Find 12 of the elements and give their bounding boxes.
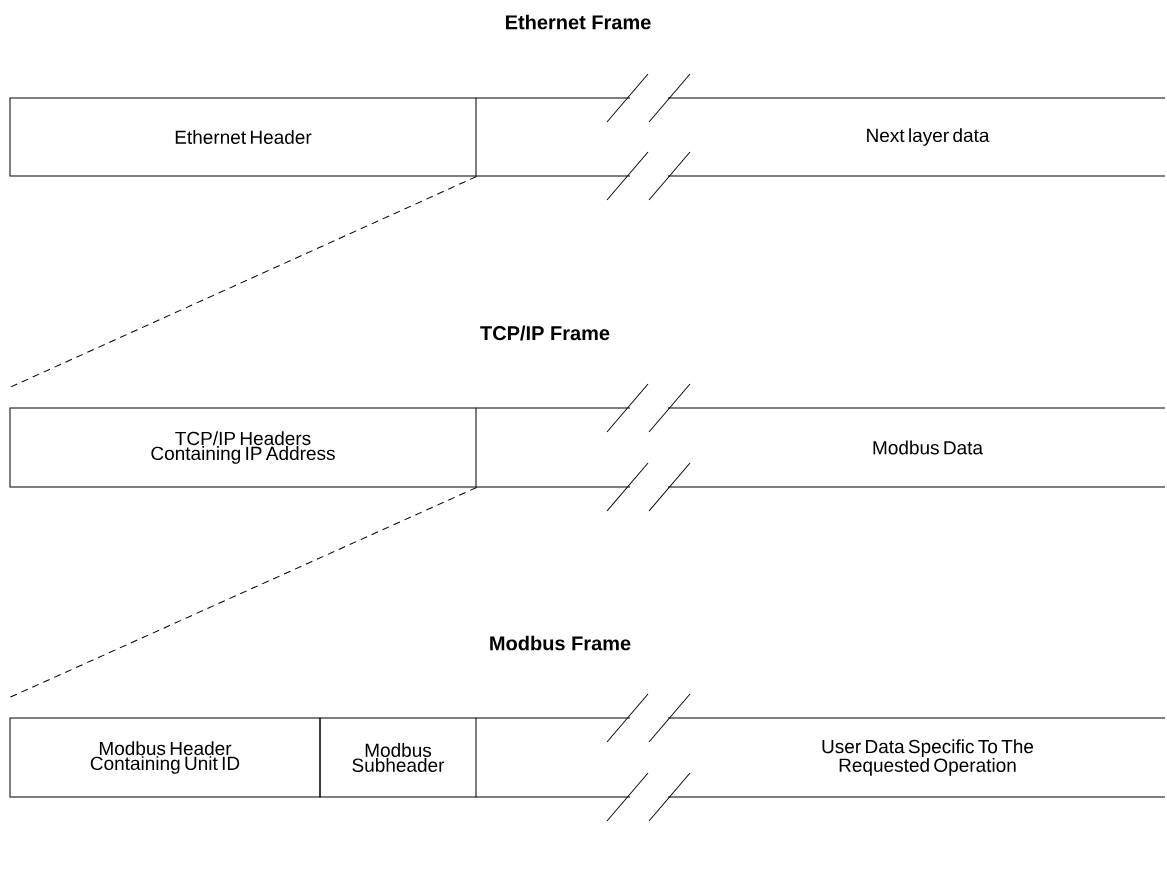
header-cell: Modbus Header Containing Unit ID [9, 717, 321, 798]
header-cell: Ethernet Header [9, 97, 477, 177]
header-cell: Modbus Subheader [319, 717, 477, 798]
header-cell: TCP/IP Headers Containing IP Address [9, 407, 477, 488]
zoom-line [9, 176, 477, 388]
data-section: User Data Specific To The Requested Operation [475, 717, 1166, 798]
zoom-line [9, 487, 477, 698]
data-section: Next layer data [475, 97, 1166, 177]
data-section: Modbus Data [475, 407, 1166, 488]
frame-title: Ethernet Frame [506, 14, 651, 30]
frame-title: Modbus Frame [490, 635, 631, 651]
frame-title: TCP/IP Frame [480, 325, 610, 341]
